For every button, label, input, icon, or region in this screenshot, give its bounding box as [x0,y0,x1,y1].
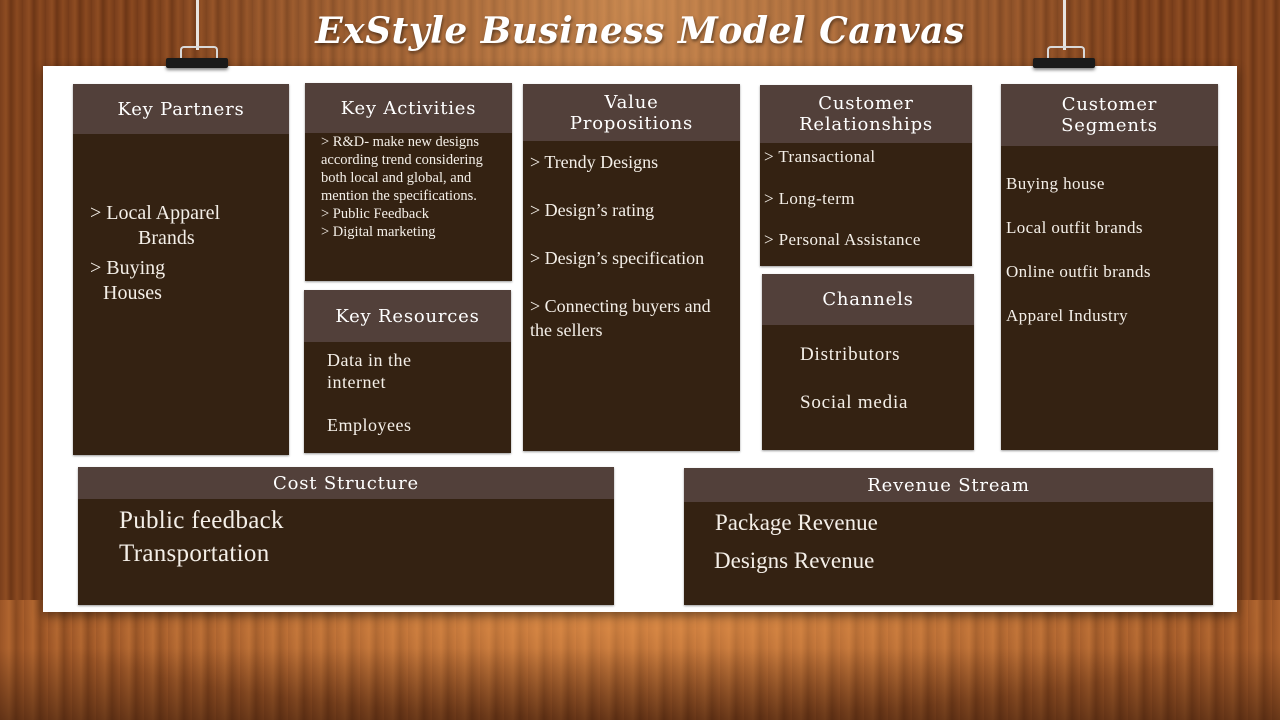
value-propositions-header-line: Value [604,91,659,113]
customer-segments-item: Local outfit brands [1006,218,1143,237]
binder-clip-left [166,46,228,68]
value-propositions-item: > Trendy Designs [530,152,659,172]
key-resources-item: Employees [327,415,412,435]
key-partners-box: Key Partners > Local Apparel Brands > Bu… [73,84,289,455]
customer-segments-item: Online outfit brands [1006,262,1151,281]
customer-segments-header-line: Customer [1061,94,1158,115]
key-partners-header: Key Partners [73,84,289,134]
customer-relationships-header-line: Relationships [799,114,933,135]
customer-segments-header-line: Segments [1061,115,1158,136]
revenue-stream-item: Package Revenue [715,510,878,535]
channels-header: Channels [762,274,974,325]
revenue-stream-item: Designs Revenue [714,548,875,573]
key-partners-item: Houses [103,282,162,304]
key-activities-header: Key Activities [305,83,512,133]
customer-segments-item: Apparel Industry [1006,306,1129,325]
wood-floor [0,600,1280,720]
value-propositions-item: > Connecting buyers and [530,296,711,316]
cost-structure-box: Cost Structure Public feedback Transport… [78,467,614,605]
cost-structure-header: Cost Structure [78,467,614,499]
channels-item: Social media [800,392,909,413]
customer-relationships-header: Customer Relationships [760,85,972,143]
cost-structure-item: Public feedback [119,507,284,534]
binder-clip-right [1033,46,1095,68]
value-propositions-item: > Design’s specification [530,248,705,268]
customer-relationships-item: > Personal Assistance [764,230,921,249]
key-partners-item: > Local Apparel [90,202,221,224]
channels-item: Distributors [800,344,901,365]
customer-relationships-box: Customer Relationships > Transactional >… [760,85,972,266]
channels-box: Channels Distributors Social media [762,274,974,450]
customer-relationships-item: > Transactional [764,147,876,166]
value-propositions-item: the sellers [530,320,603,340]
customer-segments-header: Customer Segments [1001,84,1218,146]
canvas-title: ExStyle Business Model Canvas [315,10,965,52]
key-activities-item: > Public Feedback [321,206,430,222]
value-propositions-header-line: Propositions [569,112,694,134]
key-activities-item: > Digital marketing [321,224,436,240]
hanging-string-right [1063,0,1066,50]
key-partners-item: > Buying [90,257,166,279]
customer-relationships-header-line: Customer [818,93,914,114]
value-propositions-item: > Design’s rating [530,200,655,220]
value-propositions-box: Value Propositions > Trendy Designs > De… [523,84,740,451]
key-resources-item: internet [327,372,386,392]
revenue-stream-box: Revenue Stream Package Revenue Designs R… [684,468,1213,605]
value-propositions-header: Value Propositions [523,84,740,141]
key-resources-header: Key Resources [304,290,511,342]
canvas-board: Key Partners > Local Apparel Brands > Bu… [43,66,1237,612]
cost-structure-item: Transportation [119,540,270,567]
revenue-stream-header: Revenue Stream [684,468,1213,502]
key-partners-item: Brands [138,227,195,249]
customer-segments-box: Customer Segments Buying house Local out… [1001,84,1218,450]
key-activities-box: Key Activities > R&D- make new designs a… [305,83,512,281]
customer-relationships-item: > Long-term [764,189,855,208]
customer-segments-item: Buying house [1006,174,1105,193]
key-activities-item: > R&D- make new designs according trend … [321,134,483,204]
key-resources-item: Data in the [327,350,412,370]
hanging-string-left [196,0,199,50]
key-resources-box: Key Resources Data in the internet Emplo… [304,290,511,453]
